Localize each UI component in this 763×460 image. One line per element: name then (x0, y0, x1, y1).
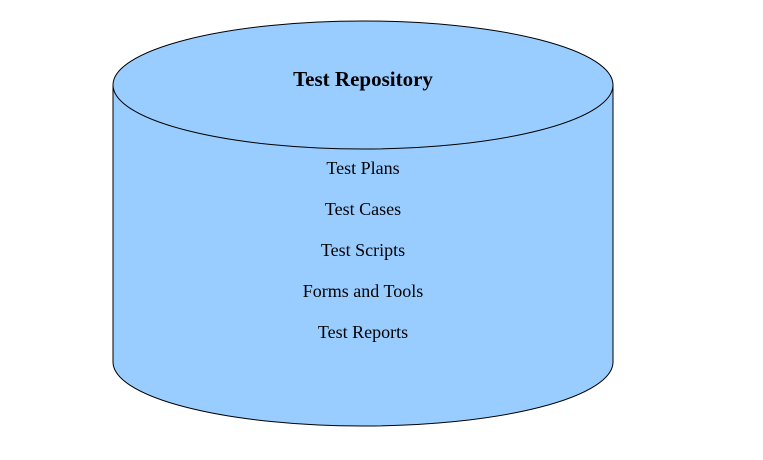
item-test-cases: Test Cases (325, 199, 401, 219)
item-test-reports: Test Reports (318, 322, 408, 342)
repository-title: Test Repository (293, 67, 433, 91)
item-test-scripts: Test Scripts (321, 240, 405, 260)
cylinder-top (112, 20, 614, 150)
cylinder-body (112, 84, 614, 427)
item-forms-and-tools: Forms and Tools (303, 281, 423, 301)
item-test-plans: Test Plans (326, 158, 399, 178)
